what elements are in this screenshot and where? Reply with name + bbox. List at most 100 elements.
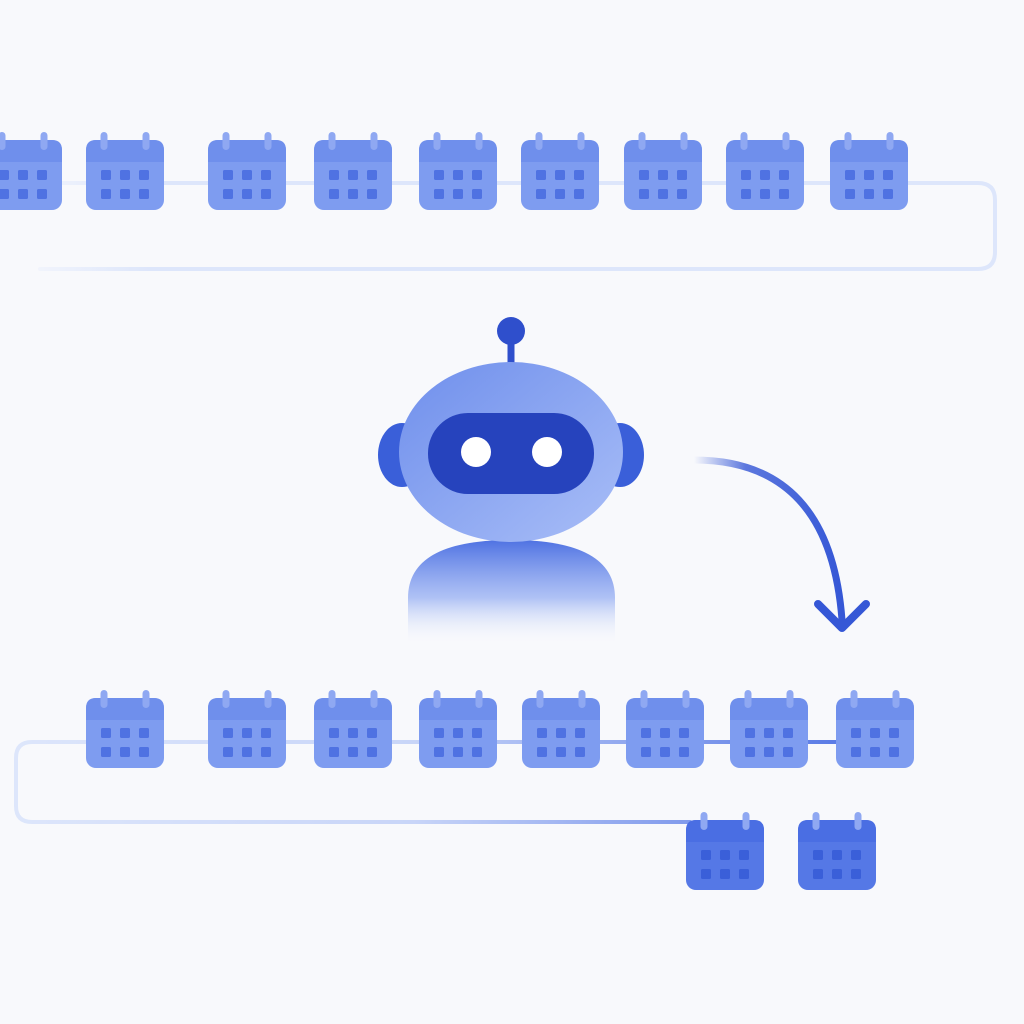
calendar-ring xyxy=(744,690,752,708)
calendar-icon xyxy=(624,132,702,210)
calendar-day-cell xyxy=(574,170,584,180)
calendar-day-cell xyxy=(120,170,130,180)
top-calendar-row xyxy=(0,132,908,210)
calendar-day-cell xyxy=(367,170,377,180)
calendar-day-cell xyxy=(851,850,861,860)
calendar-day-cell xyxy=(779,189,789,199)
calendar-day-cell xyxy=(18,189,28,199)
calendar-day-cell xyxy=(348,747,358,757)
calendar-header xyxy=(0,140,62,162)
calendar-day-cell xyxy=(575,747,585,757)
calendar-day-cell xyxy=(101,728,111,738)
calendar-ring xyxy=(638,132,646,150)
calendar-day-cell xyxy=(536,170,546,180)
calendar-ring xyxy=(328,132,336,150)
calendar-day-cell xyxy=(367,189,377,199)
output-calendar-row xyxy=(686,812,876,890)
calendar-header xyxy=(86,698,164,720)
calendar-day-cell xyxy=(883,170,893,180)
calendar-icon xyxy=(86,132,164,210)
calendar-header xyxy=(521,140,599,162)
calendar-icon xyxy=(208,132,286,210)
calendar-day-cell xyxy=(556,728,566,738)
calendar-day-cell xyxy=(555,189,565,199)
calendar-day-cell xyxy=(779,170,789,180)
calendar-day-cell xyxy=(889,728,899,738)
calendar-day-cell xyxy=(851,747,861,757)
calendar-day-cell xyxy=(889,747,899,757)
calendar-header xyxy=(730,698,808,720)
calendar-day-cell xyxy=(575,728,585,738)
calendar-day-cell xyxy=(0,189,9,199)
calendar-day-cell xyxy=(764,728,774,738)
calendar-day-cell xyxy=(120,189,130,199)
calendar-ring xyxy=(535,132,543,150)
robot-reflection xyxy=(408,540,615,645)
calendar-day-cell xyxy=(832,869,842,879)
calendar-ring xyxy=(433,690,441,708)
calendar-day-cell xyxy=(242,728,252,738)
calendar-day-cell xyxy=(741,170,751,180)
calendar-header xyxy=(798,820,876,842)
calendar-day-cell xyxy=(0,170,9,180)
calendar-day-cell xyxy=(434,170,444,180)
calendar-day-cell xyxy=(472,728,482,738)
calendar-icon xyxy=(419,690,497,768)
calendar-day-cell xyxy=(556,747,566,757)
calendar-ring xyxy=(682,690,690,708)
calendar-day-cell xyxy=(760,189,770,199)
calendar-icon xyxy=(0,132,62,210)
calendar-day-cell xyxy=(329,170,339,180)
calendar-day-cell xyxy=(139,747,149,757)
calendar-day-cell xyxy=(242,189,252,199)
calendar-day-cell xyxy=(845,170,855,180)
calendar-ring xyxy=(264,132,272,150)
robot-icon xyxy=(378,317,644,645)
calendar-day-cell xyxy=(764,747,774,757)
calendar-day-cell xyxy=(701,850,711,860)
calendar-day-cell xyxy=(348,189,358,199)
bottom-calendar-row xyxy=(86,690,914,768)
calendar-ring xyxy=(892,690,900,708)
calendar-day-cell xyxy=(832,850,842,860)
calendar-header xyxy=(208,698,286,720)
calendar-header xyxy=(208,140,286,162)
calendar-day-cell xyxy=(537,747,547,757)
calendar-ring xyxy=(700,812,708,830)
curved-arrow-icon xyxy=(690,456,870,632)
calendar-day-cell xyxy=(639,170,649,180)
calendar-day-cell xyxy=(739,869,749,879)
calendar-day-cell xyxy=(223,747,233,757)
calendar-day-cell xyxy=(783,747,793,757)
calendar-icon xyxy=(419,132,497,210)
calendar-day-cell xyxy=(641,747,651,757)
calendar-header xyxy=(830,140,908,162)
calendar-header xyxy=(686,820,764,842)
calendar-ring xyxy=(40,132,48,150)
calendar-day-cell xyxy=(472,747,482,757)
calendar-day-cell xyxy=(367,747,377,757)
calendar-ring xyxy=(578,690,586,708)
calendar-icon xyxy=(314,132,392,210)
calendar-day-cell xyxy=(851,869,861,879)
calendar-day-cell xyxy=(472,189,482,199)
calendar-day-cell xyxy=(660,728,670,738)
calendar-day-cell xyxy=(139,170,149,180)
calendar-icon xyxy=(86,690,164,768)
calendar-day-cell xyxy=(536,189,546,199)
calendar-day-cell xyxy=(120,728,130,738)
calendar-ring xyxy=(640,690,648,708)
arrow-head xyxy=(814,600,870,632)
calendar-day-cell xyxy=(261,189,271,199)
calendar-day-cell xyxy=(101,189,111,199)
calendar-day-cell xyxy=(242,170,252,180)
calendar-ring xyxy=(886,132,894,150)
calendar-day-cell xyxy=(555,170,565,180)
calendar-ring xyxy=(812,812,820,830)
calendar-day-cell xyxy=(120,747,130,757)
calendar-ring xyxy=(742,812,750,830)
calendar-header xyxy=(522,698,600,720)
calendar-day-cell xyxy=(348,728,358,738)
calendar-header xyxy=(624,140,702,162)
calendar-day-cell xyxy=(18,170,28,180)
